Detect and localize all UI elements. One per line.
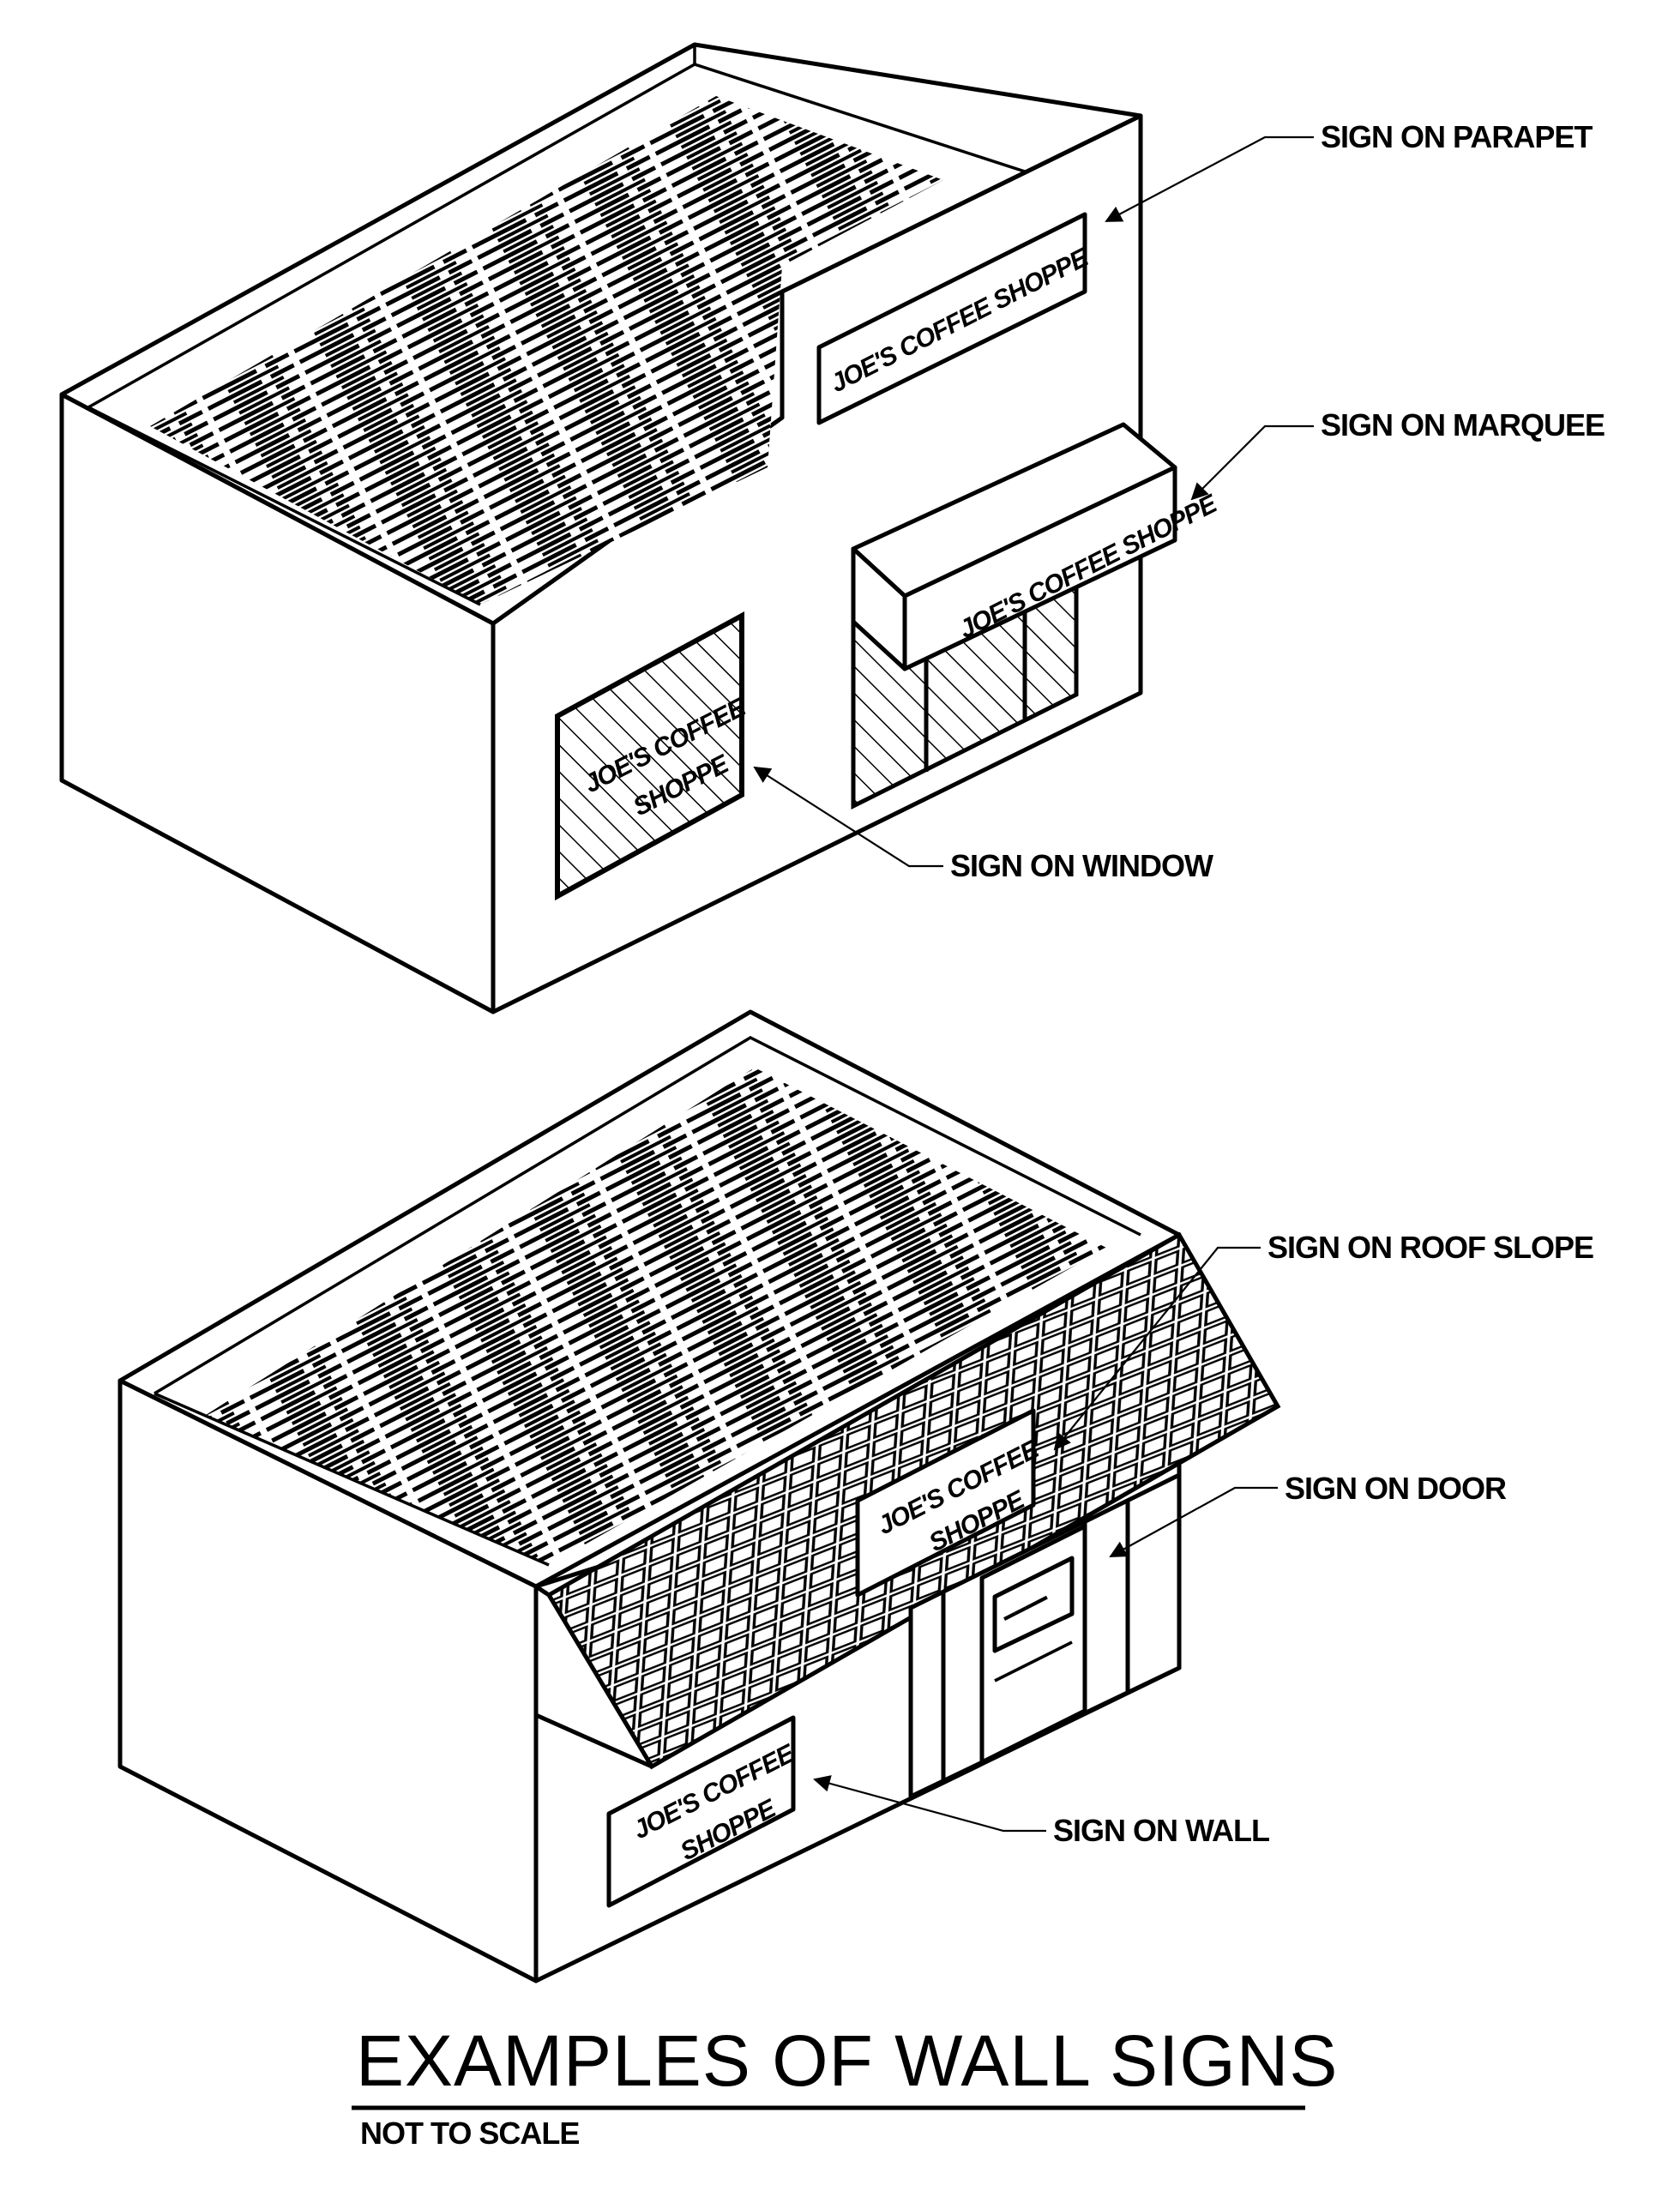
building-roof-slope-example: ▬▬▬▬ JOE'S COFFEE SHOPPE JOE'S COFFEE SH… (117, 1009, 1281, 1983)
label-sign-on-door: SIGN ON DOOR (1285, 1471, 1507, 1506)
title-block: EXAMPLES OF WALL SIGNS NOT TO SCALE (352, 2020, 1338, 2151)
label-sign-on-window: SIGN ON WINDOW (950, 848, 1213, 883)
label-sign-on-marquee: SIGN ON MARQUEE (1321, 407, 1605, 442)
building-parapet-example: JOE'S COFFEE SHOPPE JOE'S COFFEE SHOPPE … (59, 42, 1222, 1014)
drawing-title: EXAMPLES OF WALL SIGNS (356, 2020, 1338, 2101)
label-sign-on-roof-slope: SIGN ON ROOF SLOPE (1268, 1230, 1593, 1265)
door-sign: ▬▬▬▬ (979, 1524, 1087, 1765)
bottom-roof-surface (206, 1068, 1106, 1565)
top-leaders (753, 135, 1314, 868)
bottom-leaders (813, 1246, 1278, 1833)
top-roof-surface (150, 96, 943, 605)
label-sign-on-wall: SIGN ON WALL (1053, 1813, 1269, 1848)
drawing-subtitle: NOT TO SCALE (360, 2116, 579, 2151)
window-sign: JOE'S COFFEE SHOPPE (555, 611, 751, 901)
label-sign-on-parapet: SIGN ON PARAPET (1321, 119, 1593, 154)
